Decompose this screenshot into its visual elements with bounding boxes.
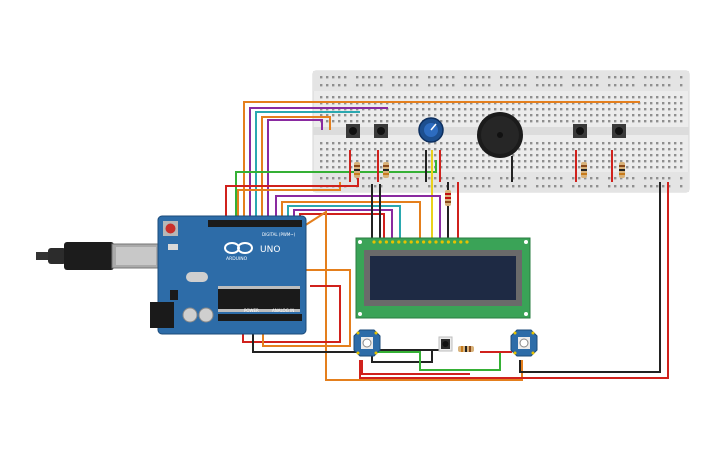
analog-label: ANALOG IN (272, 308, 294, 313)
pushbutton-4[interactable] (612, 124, 626, 138)
power-label: POWER (244, 308, 259, 313)
board-brand: ARDUINO (226, 256, 248, 262)
pushbutton-3[interactable] (573, 124, 587, 138)
usb-cable (36, 242, 161, 270)
arduino-logo-icon (224, 242, 253, 254)
lcd-pins (372, 240, 469, 244)
board-model: UNO (260, 245, 280, 255)
resistors[interactable] (354, 162, 625, 352)
neopixel-2[interactable] (510, 329, 538, 357)
arduino-uno[interactable]: UNO ARDUINO DIGITAL (PWM~) POWER ANALOG … (36, 215, 307, 335)
neopixel-1[interactable] (353, 329, 381, 357)
breadboard-holes (320, 76, 683, 188)
potentiometer[interactable] (418, 117, 444, 143)
lcd-16x2[interactable] (355, 237, 531, 319)
pushbutton-5[interactable] (438, 336, 453, 352)
lcd-screen (370, 256, 516, 300)
pushbutton-2[interactable] (374, 124, 388, 138)
digital-label: DIGITAL (PWM~) (262, 232, 296, 237)
pushbutton-1[interactable] (346, 124, 360, 138)
piezo-buzzer[interactable] (477, 112, 523, 158)
